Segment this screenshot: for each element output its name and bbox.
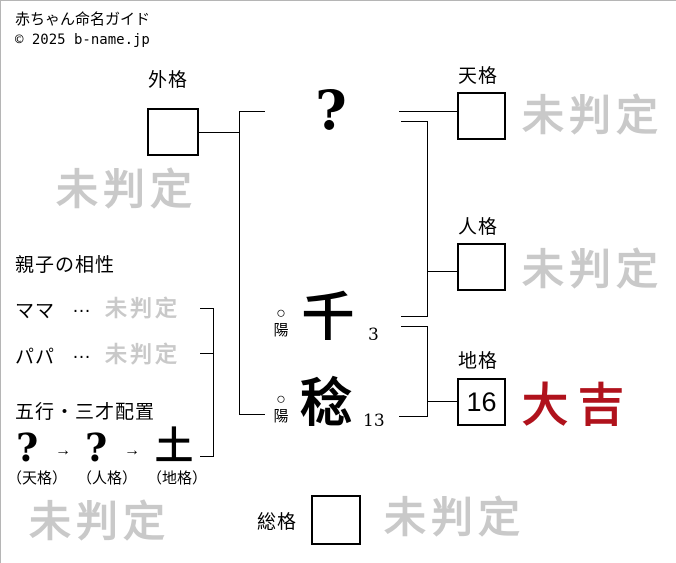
connector-line bbox=[239, 414, 265, 415]
name-char2-strokes: 13 bbox=[363, 411, 385, 431]
jinkaku-result-watermark: 未判定 bbox=[522, 245, 664, 294]
yang-label: 陽 bbox=[273, 408, 289, 425]
connector-line bbox=[401, 326, 428, 327]
connector-line bbox=[213, 308, 214, 457]
chikaku-value-box: 16 bbox=[457, 378, 506, 426]
connector-line bbox=[200, 353, 213, 354]
yang-circle-icon: ○ bbox=[276, 391, 286, 408]
connector-line bbox=[401, 316, 428, 317]
gogyo-label-tenkaku: （天格） bbox=[7, 470, 68, 487]
connector-line bbox=[239, 111, 240, 415]
connector-line bbox=[427, 401, 457, 402]
soukaku-result-watermark: 未判定 bbox=[384, 493, 526, 542]
soukaku-value-box bbox=[311, 495, 361, 545]
tenkaku-label: 天格 bbox=[458, 66, 499, 87]
name-char2: 稔 bbox=[300, 373, 353, 434]
connector-line bbox=[200, 308, 213, 309]
mama-result-watermark: 未判定 bbox=[105, 296, 181, 322]
tenkaku-value-box bbox=[457, 92, 506, 140]
gaikaku-result-watermark: 未判定 bbox=[56, 165, 198, 214]
yinyang-char2: ○ 陽 bbox=[268, 391, 294, 425]
mama-dots: … bbox=[72, 296, 93, 317]
connector-line bbox=[239, 111, 265, 112]
soukaku-label: 総格 bbox=[257, 512, 298, 533]
gaikaku-label: 外格 bbox=[148, 70, 189, 91]
yang-circle-icon: ○ bbox=[276, 305, 286, 322]
connector-line bbox=[401, 121, 428, 122]
gogyo-label-jinkaku: （人格） bbox=[77, 470, 138, 487]
connector-line bbox=[427, 326, 428, 417]
gogyo-element-jinkaku: ? bbox=[85, 425, 108, 470]
name-char1-strokes: 3 bbox=[368, 325, 379, 345]
yang-label: 陽 bbox=[273, 322, 289, 339]
yinyang-char1: ○ 陽 bbox=[268, 305, 294, 339]
compatibility-heading: 親子の相性 bbox=[15, 255, 116, 276]
page-title: 赤ちゃん命名ガイド bbox=[15, 10, 151, 28]
tenkaku-result-watermark: 未判定 bbox=[522, 91, 664, 140]
connector-line bbox=[427, 121, 428, 317]
connector-line bbox=[197, 132, 239, 133]
papa-label: パパ bbox=[15, 347, 56, 368]
arrow-right-icon: → bbox=[55, 442, 71, 459]
connector-line bbox=[200, 456, 213, 457]
connector-line bbox=[399, 111, 457, 112]
surname-placeholder-char: ? bbox=[315, 78, 347, 142]
gogyo-result-watermark: 未判定 bbox=[29, 497, 171, 546]
jinkaku-label: 人格 bbox=[458, 217, 499, 238]
chikaku-label: 地格 bbox=[458, 351, 499, 372]
gogyo-label-chikaku: （地格） bbox=[147, 470, 208, 487]
gogyo-heading: 五行・三才配置 bbox=[15, 402, 156, 423]
papa-dots: … bbox=[72, 342, 93, 363]
gaikaku-value-box bbox=[147, 108, 199, 156]
copyright-text: © 2025 b-name.jp bbox=[15, 32, 150, 48]
gogyo-element-chikaku: 土 bbox=[155, 423, 194, 468]
mama-label: ママ bbox=[15, 301, 56, 322]
chikaku-result-text: 大吉 bbox=[522, 378, 634, 432]
gogyo-element-tenkaku: ? bbox=[16, 425, 39, 470]
connector-line bbox=[399, 416, 428, 417]
jinkaku-value-box bbox=[457, 243, 506, 291]
arrow-right-icon: → bbox=[124, 442, 140, 459]
connector-line bbox=[427, 271, 457, 272]
papa-result-watermark: 未判定 bbox=[105, 342, 181, 368]
name-char1: 千 bbox=[302, 287, 355, 348]
